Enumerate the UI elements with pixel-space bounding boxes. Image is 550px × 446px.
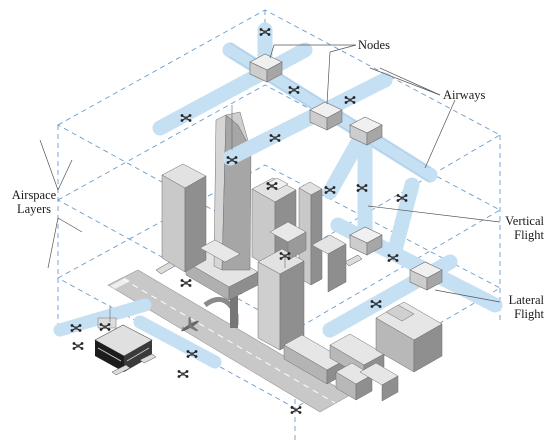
drone-icon — [290, 405, 302, 415]
node-1 — [249, 53, 283, 83]
airport-node — [97, 317, 117, 329]
vertical-flight-label-line2: Flight — [514, 228, 544, 242]
vertical-flight-label-line1: Vertical — [505, 214, 544, 228]
nodes — [249, 53, 443, 291]
airway-mid — [222, 72, 393, 166]
lateral-flight-label-line1: Lateral — [508, 293, 544, 307]
lateral-flight-label-line2: Flight — [514, 307, 544, 321]
node-5 — [409, 261, 443, 291]
airway-vertical-left — [322, 127, 370, 200]
leader-lines — [39, 44, 501, 303]
airspace-layers-label-line2: Layers — [16, 202, 51, 216]
terminal-building-icon — [94, 324, 153, 372]
airport-airways — [53, 298, 222, 369]
node-3 — [349, 116, 383, 146]
vertical-flight-label: Vertical Flight — [488, 214, 544, 242]
airway-vertical-right — [387, 177, 420, 258]
nodes-label: Nodes — [358, 38, 390, 52]
node-4 — [349, 226, 383, 256]
drone-icon — [180, 278, 192, 288]
node-2 — [309, 101, 343, 131]
vehicles — [111, 254, 363, 376]
lateral-flight-label: Lateral Flight — [488, 293, 544, 321]
airplane-icon — [181, 316, 199, 332]
airways-label: Airways — [443, 88, 486, 102]
drone-icon — [72, 341, 84, 351]
drone-icon — [177, 369, 189, 379]
airspace-layers-label-line1: Airspace — [11, 188, 57, 202]
airspace-layers-label: Airspace Layers — [6, 188, 62, 216]
